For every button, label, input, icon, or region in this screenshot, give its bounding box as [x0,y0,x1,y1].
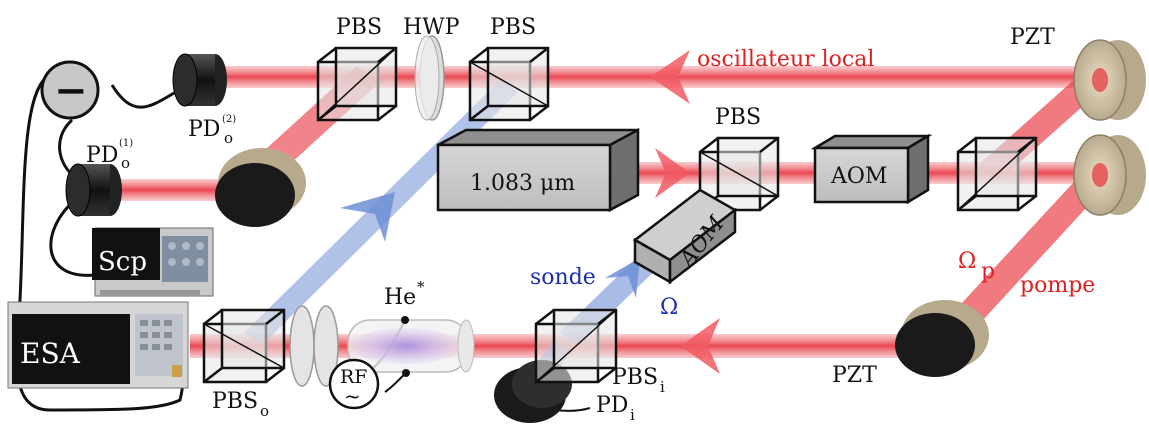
photodetectors [65,53,572,423]
helium-cell [347,316,475,377]
pd1-beam [105,179,245,201]
pd1-detector [65,163,122,217]
label-pd2-sub: o [224,129,233,147]
label-minus: − [54,67,88,114]
label-pbs-o-sub: o [260,402,269,420]
aom-diagonal [632,188,738,285]
label-rf-wave: ~ [344,384,361,408]
rf-source [328,358,380,410]
spectrum-analyzer [7,301,189,389]
cable-pd1-scope [49,198,96,277]
aom-right [810,133,933,205]
lo-arrow [650,50,690,104]
label-he-sup: * [417,278,425,296]
waveplate-bottom-1 [289,305,315,387]
label-pbs-middle: PBS [715,105,761,130]
label-pompe: pompe [1020,273,1095,298]
beam-arrows [340,50,720,374]
bottom-arrow [680,318,720,374]
label-omega-p-main: Ω [958,249,976,274]
label-pbs-i-main: PBS [612,365,658,390]
label-pd2-sup: (2) [222,114,236,125]
electrode-top [401,316,409,324]
probe-arrow [340,192,395,242]
hwp-plate [414,35,445,121]
label-omega: Ω [660,295,678,320]
label-pd1-sup: (1) [119,138,133,149]
label-scope: Scp [98,247,147,277]
label-rf: RF [340,366,368,388]
differential-amp [40,60,100,120]
label-pd1-main: PD [86,143,118,168]
label-pbs-o-main: PBS [212,389,258,414]
cable-rf-cell2 [384,372,407,393]
mirror-right [1073,134,1146,216]
label-pd1-sub: o [121,154,130,172]
pbs-cube-o [202,308,286,384]
label-pbs-top-left: PBS [336,15,382,40]
pbs-cube-top-left [316,46,398,122]
pbs-cube-right [956,136,1038,212]
sonde-arrow [605,258,640,298]
waveplate-bottom-2 [313,305,339,387]
pbs-cube-i [534,308,618,384]
cable-minus-esa [15,73,185,412]
pzt-mirror-top [1073,39,1146,121]
label-pdi-sub: i [630,406,635,424]
label-pbs-top-right: PBS [490,15,536,40]
laser-arrow [655,148,690,198]
label-he: He [384,285,416,310]
label-oscillateur-local: oscillateur local [697,47,874,72]
pbs-cubes [202,46,1038,384]
label-aom-right: AOM [830,164,887,189]
oscilloscope [92,227,214,297]
pbs-cube-top-right [468,46,550,122]
label-pd2-main: PD [188,117,220,142]
label-pbs-i-sub: i [660,378,665,396]
mirrors [215,39,1146,377]
label-omega-p-sub: p [981,259,995,284]
label-laser: 1.083 μm [470,171,575,196]
label-esa: ESA [20,337,81,370]
label-pdi-main: PD [596,393,628,418]
label-sonde: sonde [530,265,596,290]
label-pzt-top: PZT [1010,25,1055,50]
laser-source [436,127,640,213]
pd2-detector [172,53,227,107]
pump-diagonal-beam [935,170,1110,345]
waveplates [289,35,445,387]
electrode-bottom [402,369,410,377]
mirror-left [215,148,306,227]
label-pzt-bottom: PZT [832,363,877,388]
pzt-mirror-bottom [895,300,989,377]
label-hwp: HWP [403,15,460,40]
